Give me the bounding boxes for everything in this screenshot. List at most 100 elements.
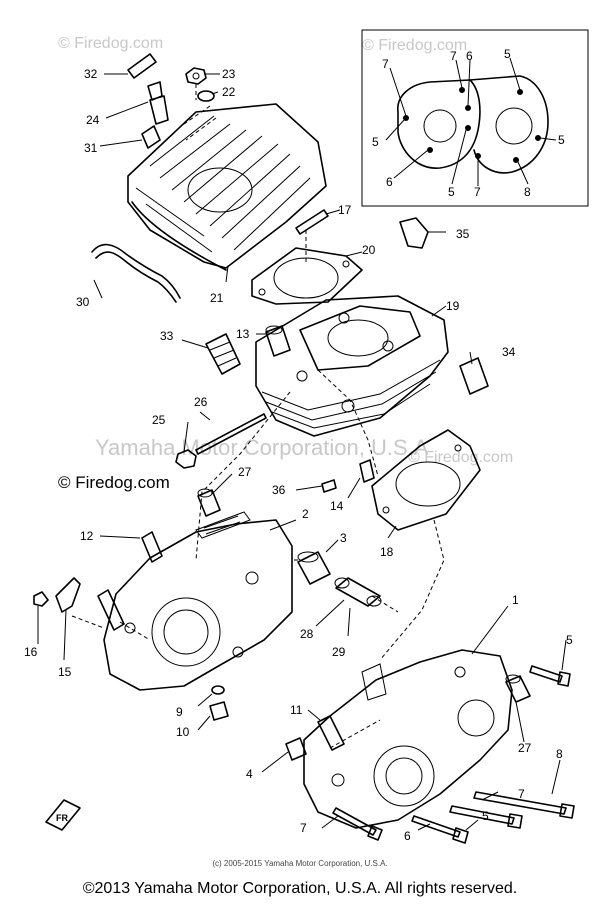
part-9-washer [211, 685, 225, 695]
inset-bolt [465, 125, 471, 131]
callout-18: 18 [380, 545, 394, 559]
callout-19: 19 [446, 299, 460, 313]
bolt-pattern-inset: 7 7 6 5 5 5 6 5 7 8 [361, 29, 589, 207]
callout-34: 34 [502, 345, 516, 359]
callout-29: 29 [332, 645, 346, 659]
inset-label-7: 7 [382, 57, 389, 71]
watermark: © Firedog.com [58, 473, 170, 492]
part-22-washer [197, 90, 215, 102]
part-13-dowel [265, 325, 291, 357]
inset-label-7: 7 [450, 49, 457, 63]
callout-22: 22 [222, 85, 236, 99]
part-14-dowel [359, 459, 375, 483]
part-35-damper [399, 217, 429, 249]
inset-bore-left [423, 109, 457, 143]
part-24-spark-plug [147, 81, 169, 125]
callout-15: 15 [58, 665, 72, 679]
callout-33: 33 [160, 329, 174, 343]
part-28-shaft [334, 577, 382, 607]
part-20-head-gasket [251, 247, 363, 305]
inset-bolt [513, 157, 519, 163]
callout-7: 7 [300, 821, 307, 835]
inset-label-6: 6 [386, 175, 393, 189]
part-36-pin [321, 479, 337, 493]
part-15-stopper [55, 577, 81, 613]
callout-13: 13 [236, 327, 250, 341]
callout-27: 27 [238, 465, 252, 479]
callout-11: 11 [290, 703, 303, 717]
inset-bolt [475, 153, 481, 159]
part-31-cap [141, 125, 161, 149]
cylinder-head [127, 103, 327, 271]
part-3-collar [297, 551, 331, 585]
callout-4: 4 [246, 767, 253, 781]
watermark: © Firedog.com [408, 449, 513, 466]
watermark: Yamaha Motor Corporation, U.S.A [95, 435, 429, 460]
part-27-collar [505, 674, 531, 703]
callout-6: 6 [404, 829, 411, 843]
callout-16: 16 [24, 645, 38, 659]
leader-lines [37, 73, 567, 831]
callout-25: 25 [152, 413, 166, 427]
inset-label-5: 5 [372, 135, 379, 149]
part-bolt [97, 589, 125, 631]
crankcase-right [303, 649, 513, 829]
callout-24: 24 [86, 113, 100, 127]
callout-36: 36 [272, 483, 286, 497]
callout-labels: 32 23 22 24 31 30 21 17 20 35 19 33 13 3… [24, 67, 573, 843]
callout-8: 8 [556, 747, 563, 761]
part-32-pin [127, 53, 157, 79]
part-34-damper [459, 357, 489, 395]
part-12-stud [141, 531, 163, 563]
crankcase-left [103, 511, 293, 691]
watermark: © Firedog.com [58, 35, 163, 52]
part-30-hose [91, 243, 181, 303]
callout-7: 7 [518, 787, 525, 801]
callout-1: 1 [512, 593, 519, 607]
inset-case-left [397, 79, 481, 169]
callout-31: 31 [84, 141, 98, 155]
callout-5: 5 [482, 809, 489, 823]
part-23-nut [185, 67, 207, 85]
crankcase-bolts [332, 665, 575, 844]
inset-leader-lines [385, 57, 557, 186]
inset-bolt [517, 89, 523, 95]
callout-35: 35 [456, 227, 470, 241]
part-26-rod [195, 413, 267, 455]
callout-30: 30 [76, 295, 90, 309]
copyright-notice: ©2013 Yamaha Motor Corporation, U.S.A. A… [82, 880, 518, 897]
callout-32: 32 [84, 67, 98, 81]
part-16-bolt [33, 591, 49, 607]
callout-28: 28 [300, 627, 314, 641]
inset-bolt [465, 105, 471, 111]
inset-label-5: 5 [448, 185, 455, 199]
callout-27: 27 [518, 741, 532, 755]
callout-10: 10 [176, 725, 190, 739]
callout-14: 14 [330, 499, 344, 513]
watermark: © Firedog.com [362, 37, 467, 54]
callout-17: 17 [338, 203, 352, 217]
callout-20: 20 [362, 243, 376, 257]
front-arrow-icon: FR [45, 799, 81, 831]
callout-5: 5 [566, 633, 573, 647]
front-arrow-label: FR [56, 813, 68, 823]
diagram-source-note: (c) 2005-2015 Yamaha Motor Corporation, … [212, 859, 388, 868]
inset-label-7: 7 [474, 185, 481, 199]
part-11-stud [317, 715, 345, 751]
part-10-bolt [209, 701, 229, 721]
part-17-stud [295, 209, 329, 235]
part-18-base-gasket [371, 429, 481, 531]
callout-21: 21 [210, 291, 224, 305]
inset-bolt [427, 147, 433, 153]
callout-26: 26 [194, 395, 208, 409]
assembly-lines [71, 84, 445, 749]
inset-frame [361, 29, 589, 207]
watermark-layer: © Firedog.com © Firedog.com © Firedog.co… [58, 35, 513, 492]
callout-12: 12 [80, 529, 94, 543]
inset-label-8: 8 [524, 185, 531, 199]
inset-label-5: 5 [558, 133, 565, 147]
inset-bore-right [495, 107, 533, 145]
inset-label-5: 5 [504, 47, 511, 61]
part-33-damper [205, 333, 241, 375]
